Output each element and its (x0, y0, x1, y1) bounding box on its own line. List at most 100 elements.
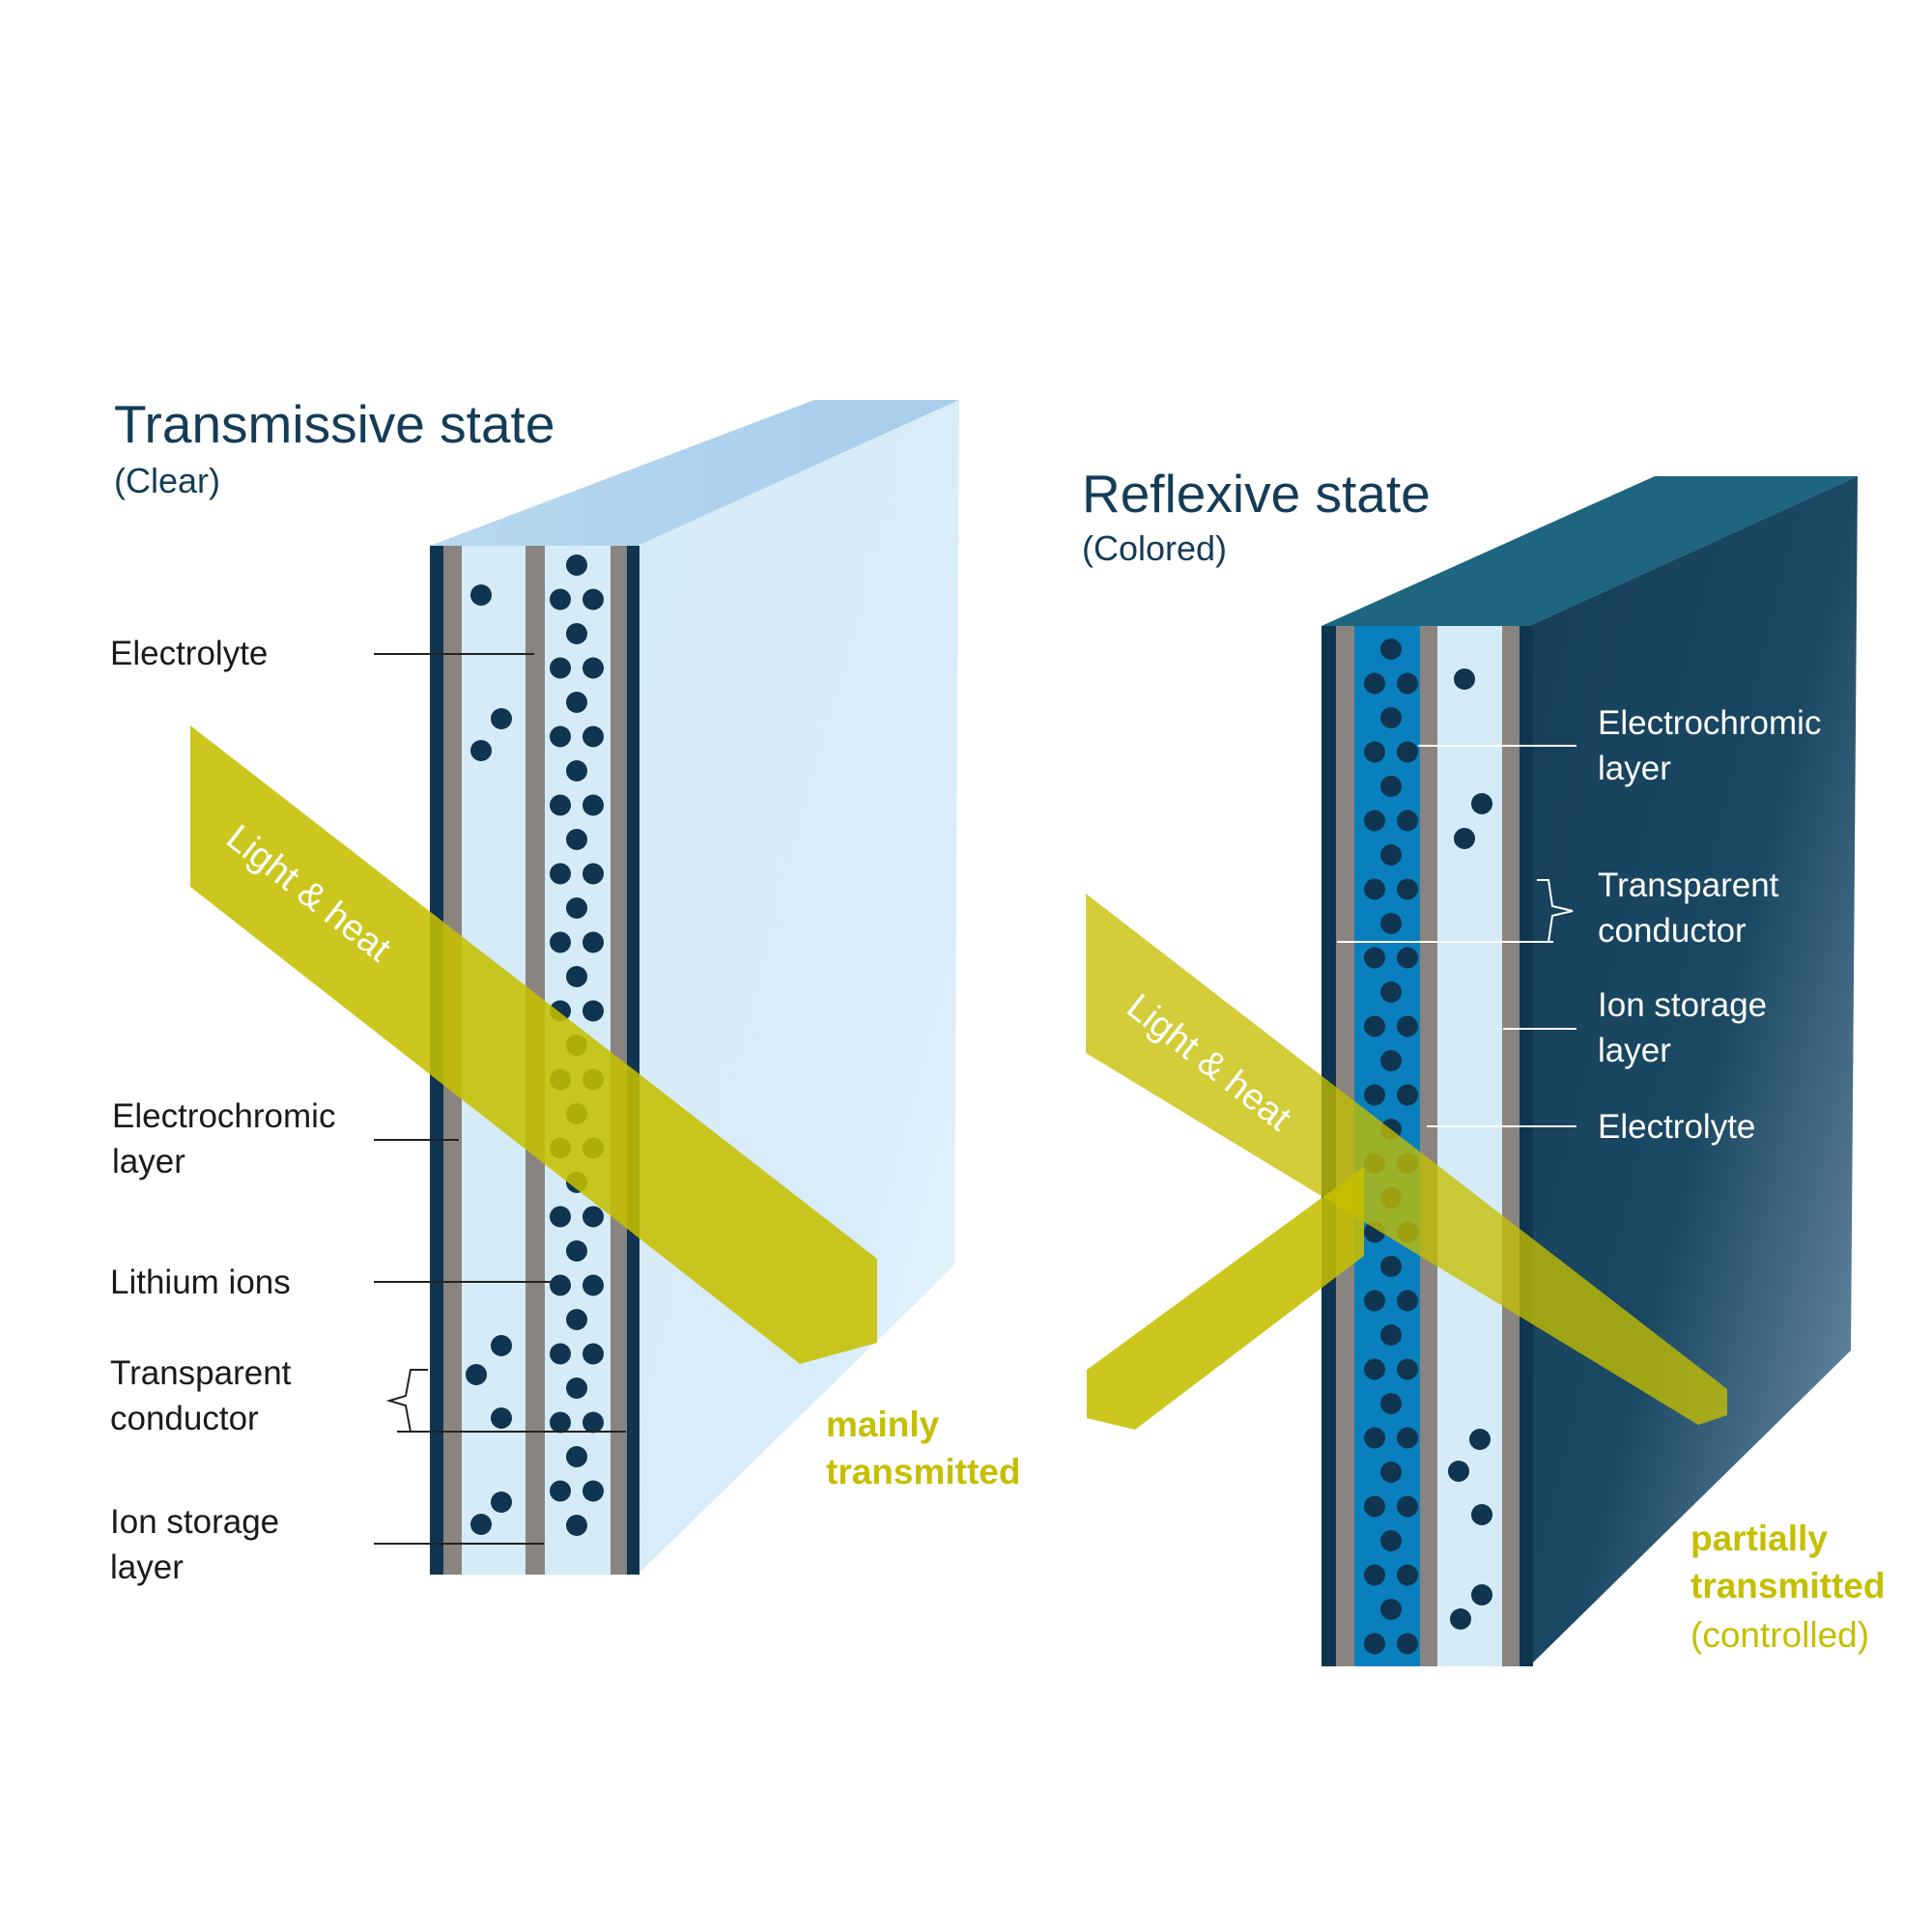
label-transparent-left-1: Transparent (110, 1354, 292, 1392)
lithium-ion-dot (566, 829, 587, 850)
light-beam-right (1086, 894, 1727, 1425)
lithium-ion-dot (1380, 981, 1402, 1003)
outcome-left-1: mainly (826, 1405, 940, 1444)
glass-top-face (430, 400, 959, 546)
outer-glass-right-r (1520, 626, 1533, 1666)
lithium-ion-dot (491, 1492, 512, 1513)
lithium-ion-dot (1397, 672, 1418, 695)
lithium-ion-dot (1364, 810, 1385, 832)
outcome-right-2: transmitted (1690, 1566, 1885, 1605)
lithium-ion-dot (1450, 1608, 1471, 1630)
lithium-ion-dot (582, 588, 604, 611)
lithium-ion-dot (1380, 1462, 1402, 1483)
lithium-ion-dot (550, 1206, 571, 1228)
lithium-ion-dot (550, 725, 571, 748)
outcome-right-1: partially (1690, 1519, 1828, 1558)
lithium-ion-dot (1454, 668, 1475, 690)
lithium-ion-dot (566, 1446, 587, 1467)
lithium-ion-dot (1397, 1290, 1418, 1312)
lithium-ion-dot (1380, 639, 1402, 660)
lithium-ion-dot (1397, 1564, 1418, 1586)
lithium-ion-dot (1364, 1633, 1385, 1655)
leader-lines-left (374, 653, 626, 1545)
reflexive-subtitle: (Colored) (1082, 528, 1227, 568)
lithium-ion-dot (566, 623, 587, 644)
dark-glass-side-face (1529, 476, 1858, 1666)
label-lithium-ions: Lithium ions (110, 1264, 291, 1301)
lithium-ion-dot (1364, 1495, 1385, 1518)
light-beam (190, 725, 877, 1364)
lithium-ion-dot (470, 1514, 492, 1535)
lithium-ion-dot (582, 931, 604, 953)
lithium-ion-dot (566, 1515, 587, 1536)
lithium-ion-dot (1364, 1015, 1385, 1037)
lithium-ion-dot (1448, 1461, 1469, 1482)
lithium-ion-dot (566, 1240, 587, 1262)
lithium-ion-dot (1380, 1324, 1402, 1346)
lithium-ion-dot (1397, 741, 1418, 763)
label-electrolyte-left: Electrolyte (110, 635, 268, 672)
lithium-ion-dot (1364, 741, 1385, 763)
label-ion-storage-left-2: layer (110, 1548, 184, 1586)
lithium-ion-dot (1380, 1530, 1402, 1551)
lithium-ion-dot (550, 863, 571, 885)
label-transparent-right-2: conductor (1598, 912, 1747, 950)
lithium-ion-dot (566, 554, 587, 576)
glass-side-face (638, 400, 959, 1575)
lithium-ion-dot (566, 966, 587, 987)
lithium-ion-dot (1364, 947, 1385, 969)
label-ion-storage-left-1: Ion storage (110, 1503, 279, 1541)
conductor-right-r (1502, 626, 1520, 1666)
ion-storage-layer-r (1437, 626, 1502, 1666)
lithium-ion-dot (582, 1411, 604, 1434)
reflexive-panel: Reflexive state (Colored) Light & heat E… (1082, 464, 1885, 1666)
lithium-ions-right (1364, 639, 1492, 1655)
lithium-ion-dot (1397, 1633, 1418, 1655)
lithium-ion-dot (1364, 1564, 1385, 1586)
lithium-ion-dot (1397, 1015, 1418, 1037)
lithium-ion-dot (550, 794, 571, 816)
label-electrochromic-right-2: layer (1598, 750, 1671, 787)
lithium-ion-dot (1364, 878, 1385, 900)
lithium-ion-dot (1380, 1256, 1402, 1277)
lithium-ion-dot (1469, 1429, 1491, 1450)
dark-glass-top-face (1321, 476, 1858, 626)
lithium-ion-dot (1397, 1495, 1418, 1518)
outcome-right-3: (controlled) (1690, 1615, 1869, 1655)
lithium-ion-dot (470, 740, 492, 761)
lithium-ion-dot (582, 1343, 604, 1365)
lithium-ion-dot (582, 1000, 604, 1022)
lithium-ion-dot (582, 794, 604, 816)
label-electrolyte-right: Electrolyte (1598, 1108, 1755, 1146)
lithium-ion-dot (1364, 672, 1385, 695)
transmissive-panel: Transmissive state (Clear) Light & heat (110, 394, 1020, 1586)
lithium-ion-dot (1364, 1084, 1385, 1106)
label-electrochromic-right-1: Electrochromic (1598, 704, 1821, 742)
lithium-ion-dot (1380, 913, 1402, 934)
lithium-ion-dot (550, 931, 571, 953)
lithium-ion-dot (491, 1335, 512, 1356)
electrolyte-divider-r (1420, 626, 1437, 1666)
label-transparent-right-1: Transparent (1598, 867, 1779, 904)
lithium-ion-dot (491, 708, 512, 729)
lithium-ion-dot (550, 1480, 571, 1502)
lithium-ion-dot (566, 692, 587, 713)
lithium-ion-dot (1454, 828, 1475, 849)
lithium-ion-dot (582, 657, 604, 679)
lithium-ion-dot (1364, 1427, 1385, 1449)
lithium-ion-dot (582, 1480, 604, 1502)
outcome-left-2: transmitted (826, 1452, 1020, 1492)
lithium-ion-dot (582, 1206, 604, 1228)
lithium-ion-dot (1397, 810, 1418, 832)
lithium-ion-dot (1380, 1050, 1402, 1071)
lithium-ion-dot (1397, 1358, 1418, 1380)
label-ion-storage-right-1: Ion storage (1598, 986, 1767, 1024)
lithium-ion-dot (1380, 707, 1402, 728)
reflected-beam (1087, 1167, 1364, 1430)
lithium-ion-dot (582, 863, 604, 885)
lithium-ion-dot (470, 584, 492, 606)
lithium-ion-dot (1471, 1584, 1492, 1605)
lithium-ion-dot (566, 1378, 587, 1399)
transmissive-title: Transmissive state (114, 394, 554, 454)
